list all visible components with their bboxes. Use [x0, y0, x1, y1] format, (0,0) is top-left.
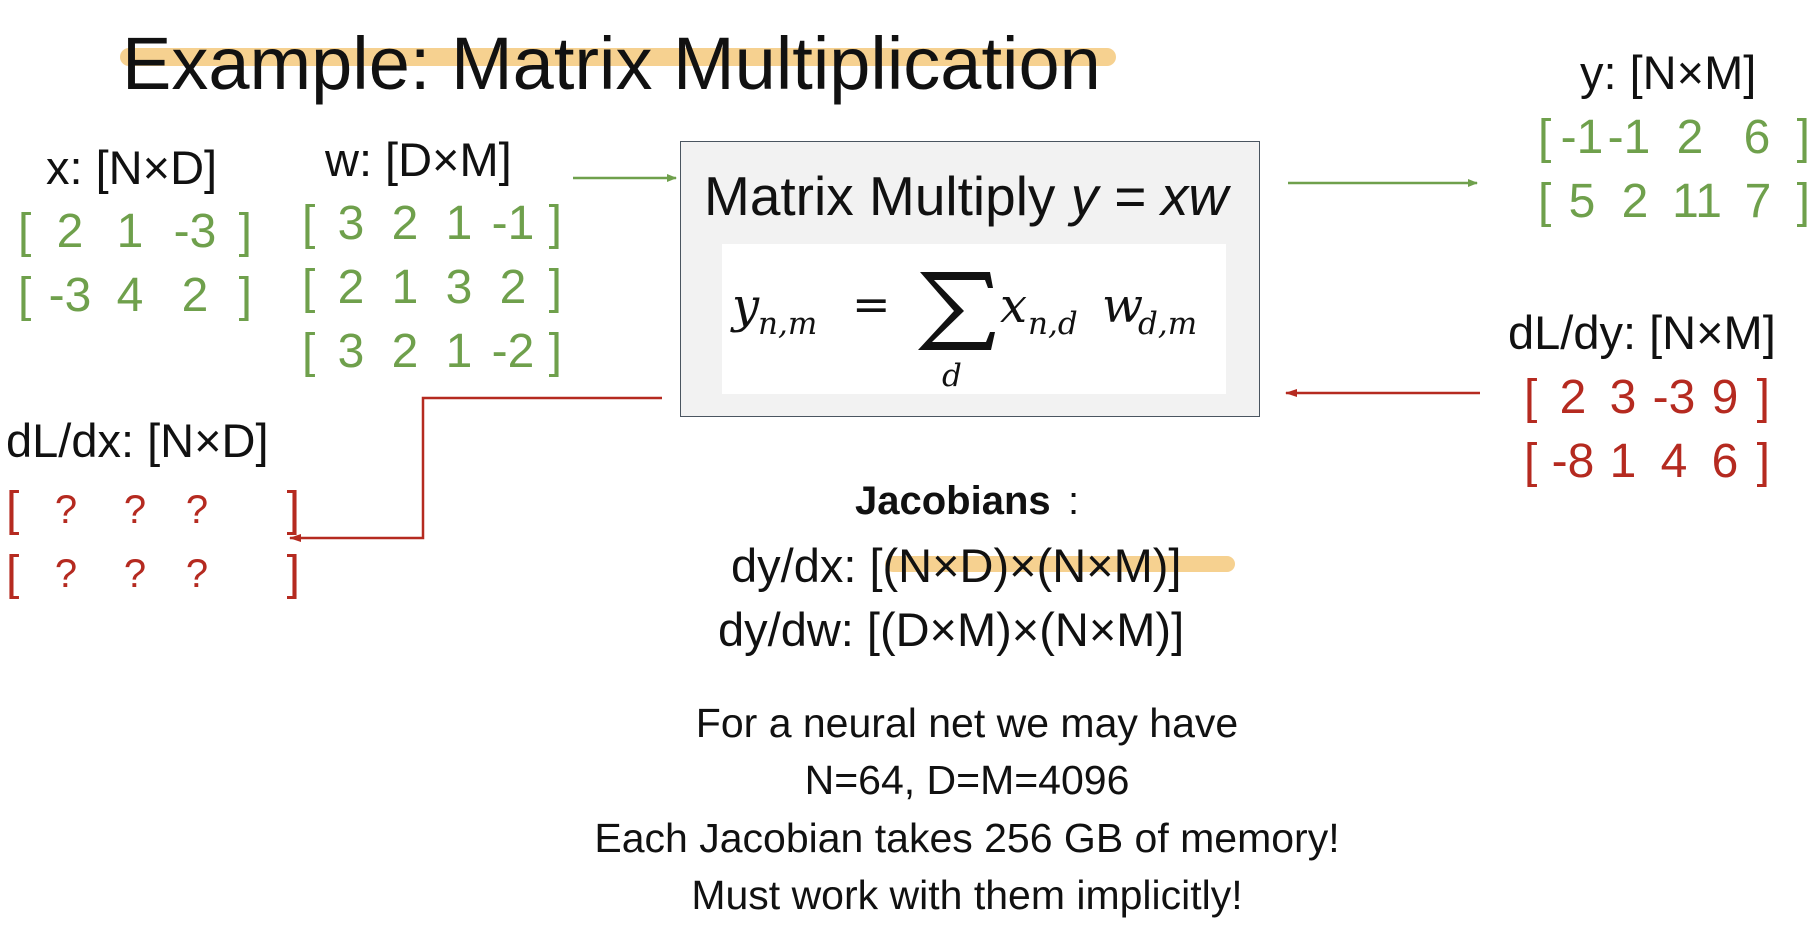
jacobians-colon: :: [1068, 479, 1080, 523]
x-matrix: [ 2 1 -3 ] [ -3 4 2 ]: [18, 200, 252, 328]
jacobian-dydx: dy/dx: [(N×D)×(N×M)]: [731, 539, 1182, 592]
w-matrix: [ 3 2 1 -1 ] [ 2 1 3 2 ] [ 3 2 1 -2 ]: [302, 192, 562, 384]
w-row-2: [ 3 2 1 -2 ]: [302, 320, 562, 384]
dldy-row-1: [ -8 1 4 6 ]: [1524, 430, 1770, 494]
formula-y-sub: n,m: [758, 306, 817, 342]
y-row-0: [ -1 -1 2 6 ]: [1538, 106, 1810, 170]
y-cell: 2: [1621, 175, 1649, 228]
jacobian-dydw: dy/dw: [(D×M)×(N×M)]: [718, 603, 1185, 656]
box-title: Matrix Multiply y = xw: [704, 164, 1228, 228]
dldx-cell: ?: [54, 488, 78, 532]
sum-formula: y n,m = d x n,d w d,m: [730, 272, 1197, 394]
dldy-cell: 2: [1559, 371, 1587, 424]
w-cell: 2: [337, 261, 365, 314]
y-cell: 5: [1568, 175, 1596, 228]
w-cell: 3: [337, 325, 365, 378]
dldy-cell: 3: [1609, 371, 1637, 424]
page-title: Example: Matrix Multiplication: [122, 22, 1101, 105]
w-cell: 2: [391, 197, 419, 250]
note-line: For a neural net we may have: [695, 700, 1239, 746]
w-row-0: [ 3 2 1 -1 ]: [302, 192, 562, 256]
w-cell: 2: [391, 325, 419, 378]
dldx-row-1: [ ? ? ? ]: [6, 542, 300, 606]
w-cell: 3: [337, 197, 365, 250]
note-line: N=64, D=M=4096: [804, 757, 1130, 803]
y-cell: 11: [1672, 175, 1722, 228]
formula-w-sub: d,m: [1138, 306, 1197, 342]
dldy-cell: 6: [1711, 435, 1739, 488]
dldy-cell: 4: [1660, 435, 1688, 488]
w-cell: -2: [491, 325, 535, 378]
formula-sum-index: d: [942, 358, 962, 394]
w-cell: 1: [445, 325, 473, 378]
dldx-cell: ?: [185, 552, 209, 596]
dldx-row-0: [ ? ? ? ]: [6, 478, 300, 542]
x-cell: 4: [116, 269, 144, 322]
dldx-matrix: [ ? ? ? ] [ ? ? ? ]: [6, 478, 300, 606]
x-cell: -3: [173, 205, 217, 258]
box-title-math: y = xw: [1070, 165, 1229, 227]
w-cell: -1: [491, 197, 535, 250]
x-cell: 2: [181, 269, 209, 322]
dldy-row-0: [ 2 3 -3 9 ]: [1524, 366, 1770, 430]
dldy-label: dL/dy: [N×M]: [1508, 306, 1776, 359]
jacobian-highlight: [885, 556, 1235, 572]
w-cell: 1: [391, 261, 419, 314]
y-label: y: [N×M]: [1580, 46, 1757, 99]
dldx-cell: ?: [123, 552, 147, 596]
box-title-text: Matrix Multiply: [704, 165, 1071, 227]
formula-y: y: [730, 278, 760, 334]
y-matrix: [ -1 -1 2 6 ] [ 5 2 11 7 ]: [1538, 106, 1810, 234]
dldx-cell: ?: [185, 488, 209, 532]
formula-panel: [722, 244, 1226, 394]
y-cell: -1: [1607, 111, 1651, 164]
w-cell: 3: [445, 261, 473, 314]
y-cell: 2: [1676, 111, 1704, 164]
note-line: Must work with them implicitly!: [691, 872, 1243, 918]
dldy-cell: 9: [1711, 371, 1739, 424]
formula-x: x: [1000, 278, 1027, 334]
dldx-label: dL/dx: [N×D]: [6, 414, 269, 467]
w-cell: 1: [445, 197, 473, 250]
dldx-cell: ?: [54, 552, 78, 596]
x-cell: 2: [56, 205, 84, 258]
w-row-1: [ 2 1 3 2 ]: [302, 256, 562, 320]
sum-sign-icon: [918, 272, 995, 350]
y-cell: 6: [1743, 111, 1771, 164]
dldy-cell: 1: [1609, 435, 1637, 488]
formula-w: w: [1102, 278, 1143, 334]
w-cell: 2: [499, 261, 527, 314]
y-cell: -1: [1560, 111, 1604, 164]
w-label: w: [D×M]: [325, 133, 512, 186]
x-cell: 1: [116, 205, 144, 258]
jacobians-heading: Jacobians: [855, 479, 1051, 523]
x-cell: -3: [48, 269, 92, 322]
y-cell: 7: [1744, 175, 1772, 228]
x-row-0: [ 2 1 -3 ]: [18, 200, 252, 264]
x-row-1: [ -3 4 2 ]: [18, 264, 252, 328]
formula-x-sub: n,d: [1028, 306, 1078, 342]
dldy-cell: -3: [1652, 371, 1696, 424]
note-line: Each Jacobian takes 256 GB of memory!: [594, 815, 1340, 861]
formula-eq: =: [852, 277, 891, 331]
title-highlight: [120, 48, 1116, 66]
arrow-box-to-dldx: [289, 396, 662, 542]
y-row-1: [ 5 2 11 7 ]: [1538, 170, 1810, 234]
dldy-matrix: [ 2 3 -3 9 ] [ -8 1 4 6 ]: [1524, 366, 1770, 494]
dldy-cell: -8: [1551, 435, 1595, 488]
dldx-cell: ?: [123, 488, 147, 532]
x-label: x: [N×D]: [46, 141, 218, 194]
